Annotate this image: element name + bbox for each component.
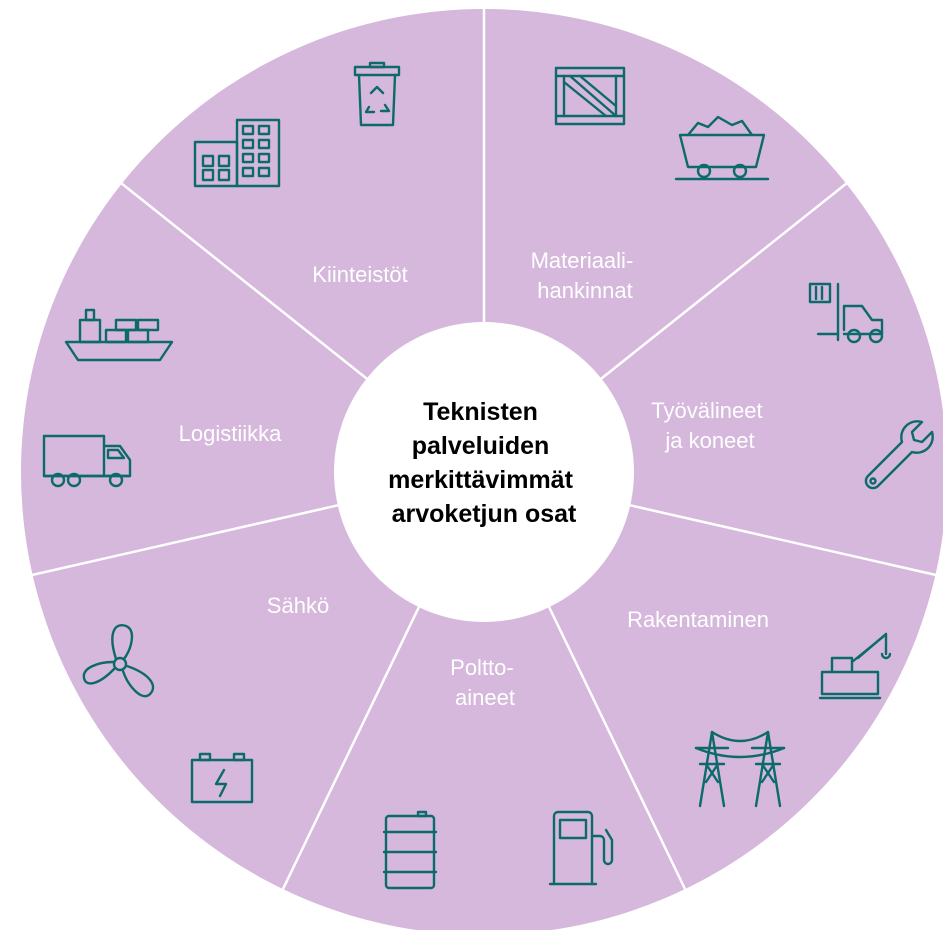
crate-icon bbox=[554, 66, 626, 126]
center-title-line: arvoketjun osat bbox=[392, 500, 577, 528]
center-title: Teknisten palveluiden merkittävimmät arv… bbox=[388, 398, 580, 528]
segment-label-line: aineet bbox=[455, 685, 515, 710]
segment-label-line: Rakentaminen bbox=[627, 607, 769, 632]
segment-label-kiinteistot: Kiinteistöt bbox=[312, 262, 407, 287]
segment-label-line: Työvälineet bbox=[651, 398, 762, 423]
segment-label-materiaalihankinnat: Materiaali- hankinnat bbox=[531, 248, 640, 303]
segment-label-line: Kiinteistöt bbox=[312, 262, 407, 287]
segment-label-tyovalineet: Työvälineet ja koneet bbox=[651, 398, 768, 453]
segment-label-line: Materiaali- bbox=[531, 248, 634, 273]
truck-icon bbox=[42, 434, 132, 488]
center-circle bbox=[334, 322, 634, 622]
forklift-icon bbox=[808, 282, 884, 344]
segment-label-sahko: Sähkö bbox=[267, 593, 329, 618]
fan-icon bbox=[82, 624, 155, 698]
center-title-line: palveluiden bbox=[412, 432, 550, 460]
crane-icon bbox=[818, 632, 892, 700]
segment-label-line: ja koneet bbox=[664, 428, 754, 453]
segment-label-line: Poltto- bbox=[450, 655, 514, 680]
segment-label-line: hankinnat bbox=[537, 278, 632, 303]
segment-label-line: Logistiikka bbox=[179, 421, 282, 446]
segment-label-polttoaineet: Poltto- aineet bbox=[450, 655, 520, 710]
center-title-line: merkittävimmät bbox=[388, 466, 573, 494]
cargo-ship-icon bbox=[64, 308, 174, 362]
power-line-icon bbox=[694, 730, 786, 808]
recycle-bin-icon bbox=[353, 61, 401, 127]
segment-label-logistiikka: Logistiikka bbox=[179, 421, 282, 446]
segment-dividers bbox=[31, 8, 937, 890]
segment-label-line: Sähkö bbox=[267, 593, 329, 618]
oil-barrel-icon bbox=[382, 810, 438, 890]
battery-icon bbox=[190, 752, 254, 804]
center-title-line: Teknisten bbox=[423, 398, 538, 426]
buildings-icon bbox=[193, 118, 281, 188]
wrench-icon bbox=[864, 420, 934, 490]
mine-cart-icon bbox=[674, 115, 770, 181]
segment-label-rakentaminen: Rakentaminen bbox=[627, 607, 769, 632]
fuel-pump-icon bbox=[548, 810, 614, 886]
